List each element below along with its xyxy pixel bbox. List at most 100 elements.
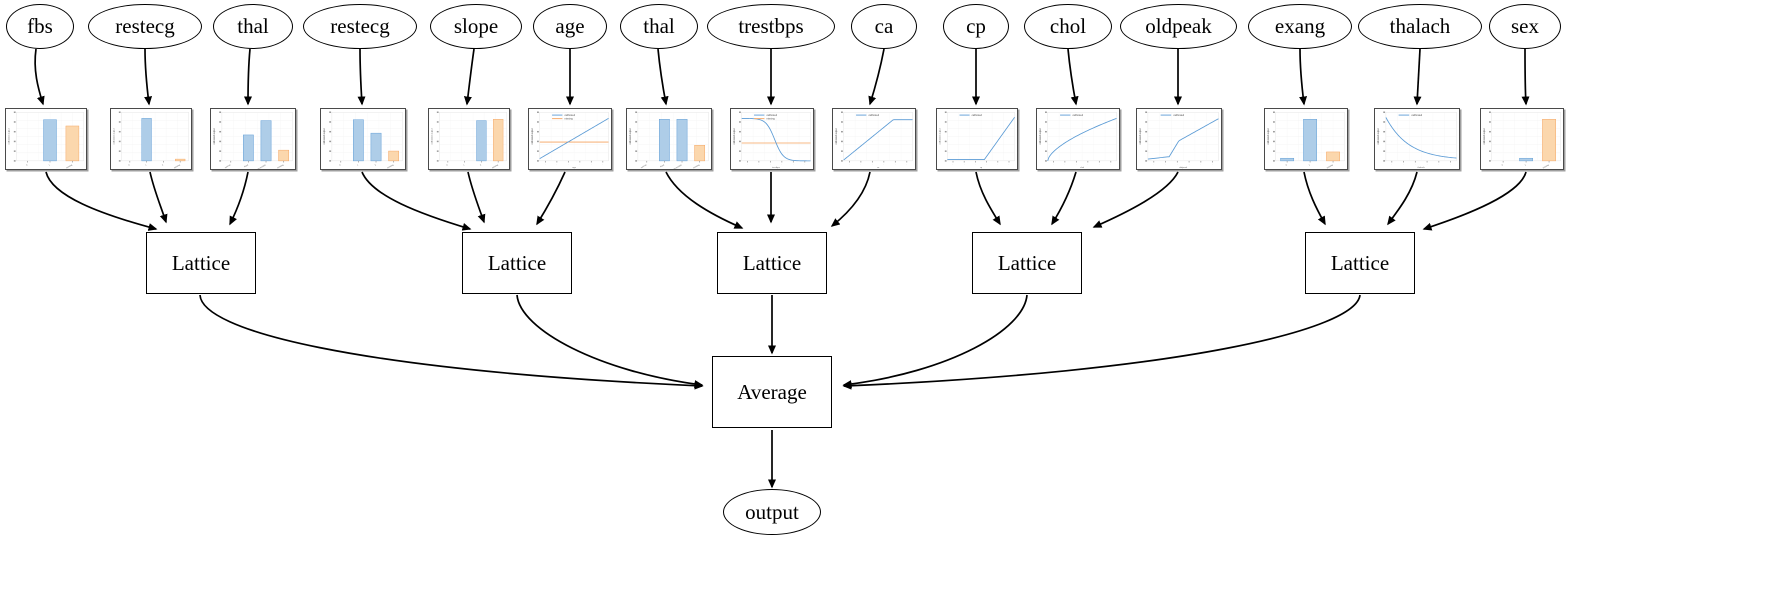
feature-node-oldpeak[interactable]: oldpeak xyxy=(1120,4,1237,49)
svg-text:chol: chol xyxy=(1080,167,1085,169)
svg-text:calibrated: calibrated xyxy=(1173,114,1185,117)
svg-text:·: · xyxy=(1177,164,1178,166)
svg-text:missing: missing xyxy=(693,164,700,169)
svg-text:·: · xyxy=(759,164,760,166)
lattice-node-4[interactable]: Lattice xyxy=(972,232,1082,294)
svg-text:1: 1 xyxy=(357,164,360,167)
lattice-node-2[interactable]: Lattice xyxy=(462,232,572,294)
svg-text:·: · xyxy=(557,164,558,166)
svg-text:·: · xyxy=(1065,164,1066,166)
feature-node-thalach[interactable]: thalach xyxy=(1358,4,1482,49)
feature-node-label: thal xyxy=(643,14,675,38)
feature-node-label: thal xyxy=(237,14,269,38)
feature-node-label: thalach xyxy=(1389,14,1451,38)
svg-text:missing: missing xyxy=(66,164,73,169)
lattice-node-label: Lattice xyxy=(487,250,547,275)
svg-text:calibrated output: calibrated output xyxy=(1139,128,1142,144)
svg-text:missing: missing xyxy=(277,164,284,169)
svg-text:·: · xyxy=(861,164,862,166)
svg-text:·: · xyxy=(975,164,976,166)
feature-node-slope[interactable]: slope xyxy=(430,4,522,49)
svg-text:reversible: reversible xyxy=(257,163,267,169)
feature-node-label: restecg xyxy=(115,14,175,38)
feature-node-thal-1[interactable]: thal xyxy=(213,4,293,49)
feature-node-age[interactable]: age xyxy=(533,4,607,49)
svg-text:fixed: fixed xyxy=(244,164,249,168)
svg-text:·: · xyxy=(602,164,603,166)
svg-text:fixed: fixed xyxy=(660,164,665,168)
feature-node-fbs[interactable]: fbs xyxy=(6,4,74,49)
svg-text:·: · xyxy=(782,164,783,166)
svg-text:calibrated output: calibrated output xyxy=(1039,128,1042,144)
svg-text:calibrated: calibrated xyxy=(564,114,575,117)
svg-text:calibrated output: calibrated output xyxy=(8,128,11,144)
lattice-node-5[interactable]: Lattice xyxy=(1305,232,1415,294)
svg-text:·: · xyxy=(849,164,850,166)
lattice-node-3[interactable]: Lattice xyxy=(717,232,827,294)
feature-node-trestbps[interactable]: trestbps xyxy=(707,4,835,49)
svg-text:cp: cp xyxy=(980,167,983,169)
svg-text:2: 2 xyxy=(162,164,165,167)
average-node[interactable]: Average xyxy=(712,356,832,428)
svg-text:·: · xyxy=(1427,164,1428,166)
average-node-label: Average xyxy=(737,379,807,404)
svg-text:·: · xyxy=(872,164,873,166)
svg-text:missing: missing xyxy=(1327,164,1334,169)
svg-text:·: · xyxy=(1053,164,1054,166)
svg-text:·: · xyxy=(1403,164,1404,166)
output-node[interactable]: output xyxy=(723,489,821,535)
svg-text:missing: missing xyxy=(766,118,775,121)
lattice-node-label: Lattice xyxy=(997,250,1057,275)
feature-node-restecg-1[interactable]: restecg xyxy=(88,4,202,49)
svg-text:·: · xyxy=(1201,164,1202,166)
svg-text:missing: missing xyxy=(1543,164,1550,169)
feature-node-thal-2[interactable]: thal xyxy=(620,4,698,49)
feature-node-label: exang xyxy=(1274,14,1326,38)
svg-text:·: · xyxy=(1088,164,1089,166)
svg-text:oldpeak: oldpeak xyxy=(1179,167,1188,169)
feature-node-label: chol xyxy=(1049,14,1087,38)
feature-node-restecg-2[interactable]: restecg xyxy=(303,4,417,49)
output-node-label: output xyxy=(745,499,799,524)
feature-node-label: cp xyxy=(966,14,986,38)
feature-node-label: age xyxy=(555,14,585,38)
svg-text:calibrated: calibrated xyxy=(1411,114,1423,117)
svg-text:calibrated output: calibrated output xyxy=(733,128,736,144)
svg-text:0: 0 xyxy=(1502,164,1505,167)
feature-node-sex[interactable]: sex xyxy=(1489,4,1561,49)
feature-node-cp[interactable]: cp xyxy=(943,4,1009,49)
svg-text:·: · xyxy=(1450,164,1451,166)
svg-text:1: 1 xyxy=(463,164,466,167)
lattice-node-1[interactable]: Lattice xyxy=(146,232,256,294)
svg-text:calibrated: calibrated xyxy=(972,114,983,117)
svg-text:1: 1 xyxy=(49,164,52,167)
svg-text:·: · xyxy=(1212,164,1213,166)
feature-node-ca[interactable]: ca xyxy=(851,4,917,49)
svg-text:calibrated output: calibrated output xyxy=(213,128,216,144)
feature-node-exang[interactable]: exang xyxy=(1248,4,1352,49)
feature-node-chol[interactable]: chol xyxy=(1024,4,1112,49)
